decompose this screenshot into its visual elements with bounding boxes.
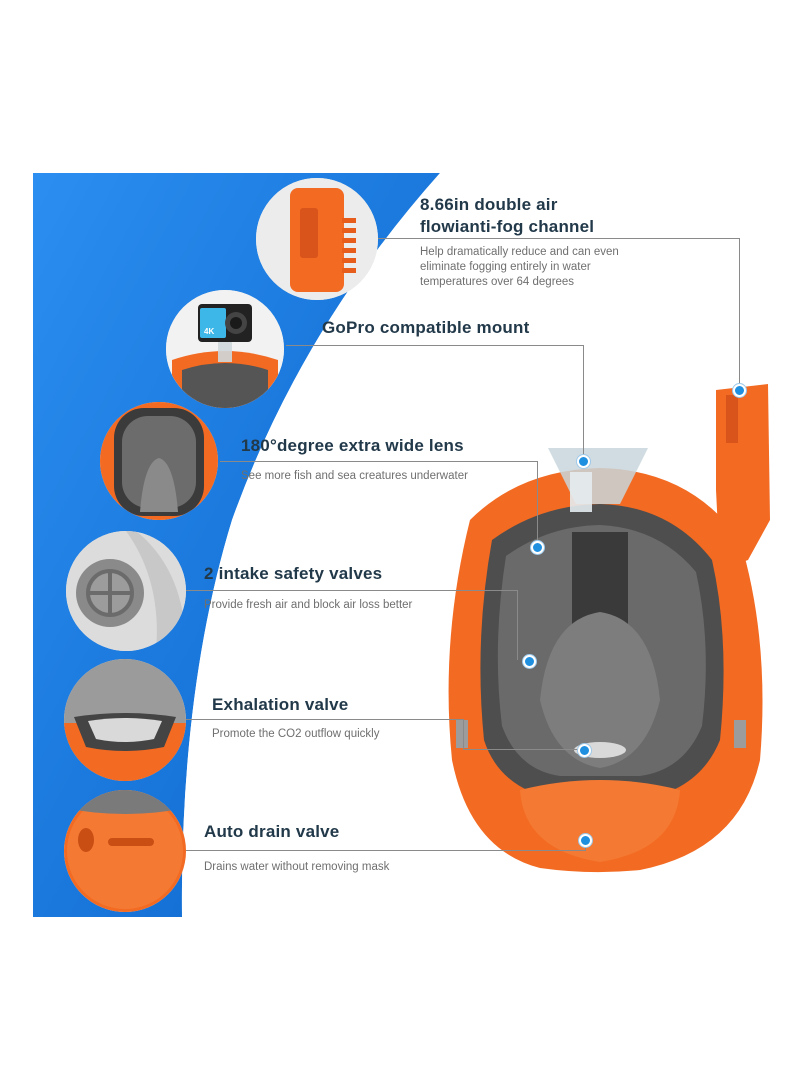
feature-6-desc-line-1: Drains water without removing mask [204,861,390,873]
thumb-wide-lens [100,402,218,520]
thumb-gopro-mount: 4K [166,290,284,408]
feature-3-title: 180°degree extra wide lens [241,435,464,457]
feature-2-title-line-1: GoPro compatible mount [322,318,530,337]
callout-line-1-v [739,238,740,390]
feature-3-title-line-1: 180°degree extra wide lens [241,436,464,455]
callout-line-4-h [186,590,518,591]
feature-3-description: See more fish and sea creatures underwat… [241,469,468,484]
feature-5-desc-line-1: Promote the CO2 outflow quickly [212,728,380,740]
feature-2-title: GoPro compatible mount [322,317,529,339]
feature-1-desc-line-1: Help dramatically reduce and can even [420,246,619,258]
feature-1-title: 8.66in double air flowianti-fog channel [420,194,594,238]
callout-line-6-h [186,850,586,851]
gopro-camera-icon: 4K [198,304,252,342]
callout-line-5-h2 [463,749,585,750]
callout-dot-3 [531,541,544,554]
feature-4-desc-line-1: Provide fresh air and block air loss bet… [204,599,413,611]
feature-1-desc-line-3: temperatures over 64 degrees [420,276,575,288]
thumb-exhalation-valve [64,659,186,781]
callout-line-2-h [286,345,584,346]
callout-dot-5 [578,744,591,757]
thumb-intake-valves [66,531,186,651]
callout-line-3-h [220,461,538,462]
feature-1-title-line-1: 8.66in double air [420,195,558,214]
feature-6-title: Auto drain valve [204,821,339,843]
camera-badge-text: 4K [204,327,214,336]
callout-line-3-v [537,461,538,547]
callout-dot-1 [733,384,746,397]
feature-4-description: Provide fresh air and block air loss bet… [204,598,412,613]
feature-6-title-line-1: Auto drain valve [204,822,340,841]
callout-line-5-v [463,719,464,749]
feature-5-title: Exhalation valve [212,694,348,716]
feature-5-description: Promote the CO2 outflow quickly [212,727,379,742]
callout-line-5-h [186,719,464,720]
feature-3-desc-line-1: See more fish and sea creatures underwat… [241,470,468,482]
feature-1-desc-line-2: eliminate fogging entirely in water [420,261,591,273]
callout-dot-2 [577,455,590,468]
callout-line-2-v [583,345,584,461]
feature-5-title-line-1: Exhalation valve [212,695,349,714]
callout-dot-4 [523,655,536,668]
feature-4-title-line-1: 2 intake safety valves [204,564,383,583]
feature-1-description: Help dramatically reduce and can even el… [420,245,619,290]
feature-1-title-line-2: flowianti-fog channel [420,217,595,236]
callout-line-4-v [517,590,518,660]
feature-4-title: 2 intake safety valves [204,563,382,585]
thumb-anti-fog-channel [256,178,378,300]
callout-dot-6 [579,834,592,847]
feature-6-description: Drains water without removing mask [204,860,389,875]
thumb-drain-valve [64,790,186,912]
callout-line-1-h [378,238,740,239]
